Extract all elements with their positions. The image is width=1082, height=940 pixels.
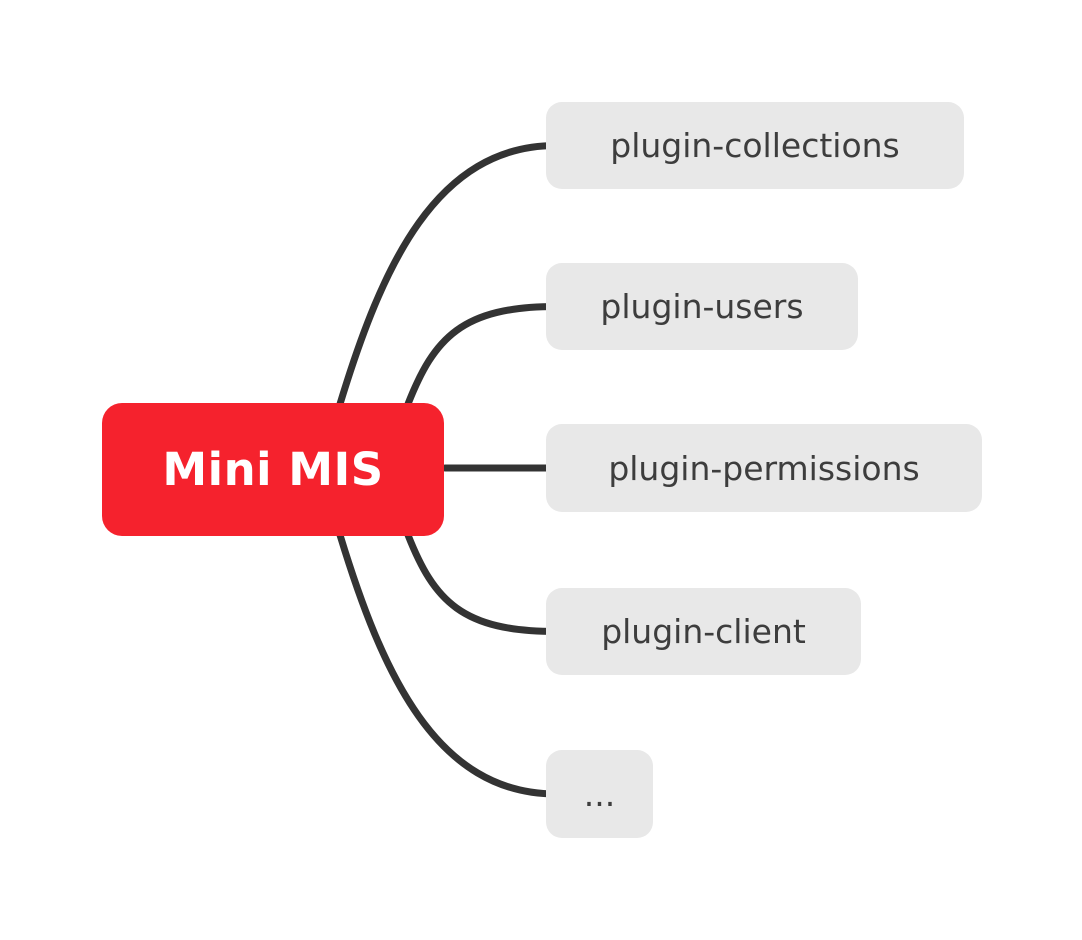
node-more-label: ... [583,774,616,814]
node-plugin-permissions[interactable]: plugin-permissions [546,424,982,512]
node-plugin-client[interactable]: plugin-client [546,588,861,675]
node-more[interactable]: ... [546,750,653,838]
node-plugin-collections-label: plugin-collections [610,126,900,165]
node-mini-mis-label: Mini MIS [162,443,384,496]
edge-mini-mis-to-plugin-collections [336,142,560,408]
node-plugin-collections[interactable]: plugin-collections [546,102,964,189]
node-mini-mis[interactable]: Mini MIS [102,403,444,536]
edge-mini-mis-to-more [336,531,560,798]
edge-mini-mis-to-plugin-users [404,303,560,408]
node-plugin-permissions-label: plugin-permissions [608,448,920,488]
node-plugin-client-label: plugin-client [601,612,806,651]
node-plugin-users-label: plugin-users [600,287,804,326]
edge-mini-mis-to-plugin-client [404,531,560,635]
node-plugin-users[interactable]: plugin-users [546,263,858,350]
